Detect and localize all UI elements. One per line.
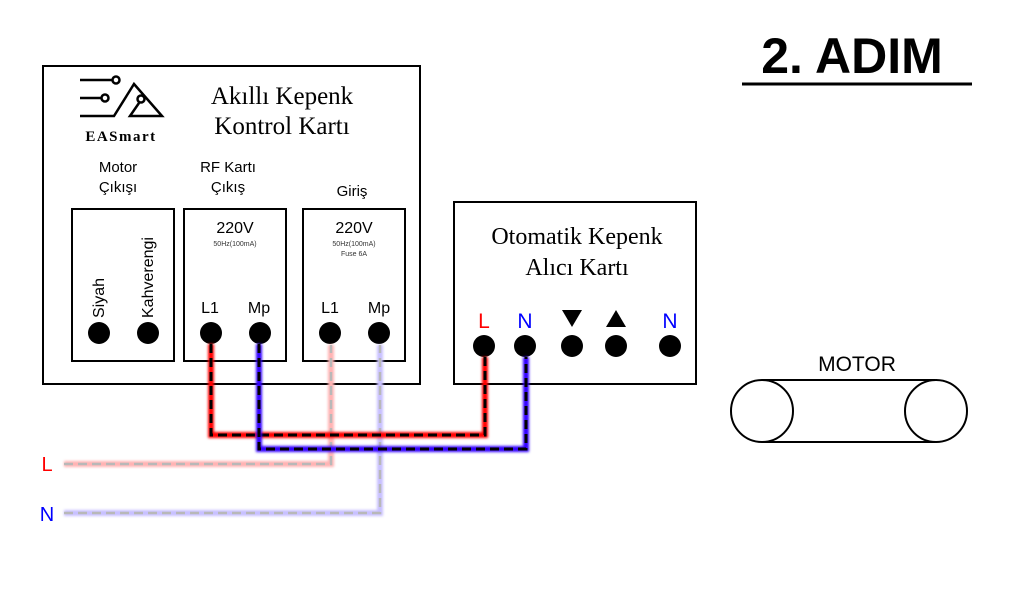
mains-neutral-label: N <box>40 504 54 526</box>
receiver-terminal[interactable] <box>659 335 681 357</box>
motor-output-label-line2: Çıkışı <box>99 179 137 196</box>
input-label: Giriş <box>337 183 368 200</box>
neutral-wire-rf-to-receiver <box>256 344 529 452</box>
motor-output-section: Siyah Kahverengi <box>71 208 175 362</box>
input-terminal-mp[interactable] <box>368 322 390 344</box>
control-board-title-line2: Kontrol Kartı <box>214 113 349 140</box>
brand-name: EASmart <box>85 129 156 145</box>
receiver-terminal[interactable] <box>473 335 495 357</box>
motor-pulley-left <box>730 379 794 443</box>
receiver-title-line2: Alıcı Kartı <box>525 255 629 281</box>
control-board-title-line1: Akıllı Kepenk <box>211 83 354 110</box>
live-wire-rf-to-receiver <box>208 344 488 438</box>
motor-label: MOTOR <box>818 353 896 376</box>
mains-line-label: L <box>41 454 52 476</box>
step-title: 2. ADIM <box>761 28 943 84</box>
input-fuse: Fuse 6A <box>341 251 367 258</box>
terminal-label-kahverengi: Kahverengi <box>140 237 157 318</box>
motor: MOTOR <box>730 353 968 443</box>
down-triangle-icon <box>562 310 582 327</box>
rf-terminal-label-l1: L1 <box>201 300 219 317</box>
motor-pulley-right <box>904 379 968 443</box>
mains-line-wire <box>64 345 334 467</box>
motor-output-label-line1: Motor <box>99 159 137 176</box>
terminal-siyah[interactable] <box>88 322 110 344</box>
receiver-terminal[interactable] <box>561 335 583 357</box>
up-triangle-icon <box>606 310 626 327</box>
rf-terminal-mp[interactable] <box>249 322 271 344</box>
terminal-label-siyah: Siyah <box>91 278 108 318</box>
rf-output-section: 220V 50Hz(100mA) L1 Mp <box>183 208 287 362</box>
receiver-terminal-label-n: N <box>517 310 532 333</box>
mains-neutral-wire <box>64 345 383 516</box>
receiver-terminal-label-l: L <box>478 310 490 333</box>
receiver-terminal[interactable] <box>514 335 536 357</box>
receiver-board: Otomatik Kepenk Alıcı Kartı L N N <box>453 201 697 385</box>
input-section: 220V 50Hz(100mA) Fuse 6A L1 Mp <box>302 208 406 362</box>
rf-output-label-line2: Çıkış <box>211 179 245 196</box>
control-board: EASmart Akıllı Kepenk Kontrol Kartı Moto… <box>42 65 421 385</box>
input-terminal-l1[interactable] <box>319 322 341 344</box>
terminal-kahverengi[interactable] <box>137 322 159 344</box>
input-terminal-label-mp: Mp <box>368 300 390 317</box>
easmart-logo-icon <box>80 75 165 118</box>
receiver-terminal[interactable] <box>605 335 627 357</box>
input-voltage: 220V <box>335 220 373 237</box>
rf-voltage: 220V <box>216 220 254 237</box>
receiver-terminal-label-n: N <box>662 310 677 333</box>
receiver-title-line1: Otomatik Kepenk <box>491 224 662 250</box>
rf-spec: 50Hz(100mA) <box>213 241 256 248</box>
input-terminal-label-l1: L1 <box>321 300 339 317</box>
rf-terminal-label-mp: Mp <box>248 300 270 317</box>
rf-output-label-line1: RF Kartı <box>200 159 256 176</box>
input-spec: 50Hz(100mA) <box>332 241 375 248</box>
rf-terminal-l1[interactable] <box>200 322 222 344</box>
